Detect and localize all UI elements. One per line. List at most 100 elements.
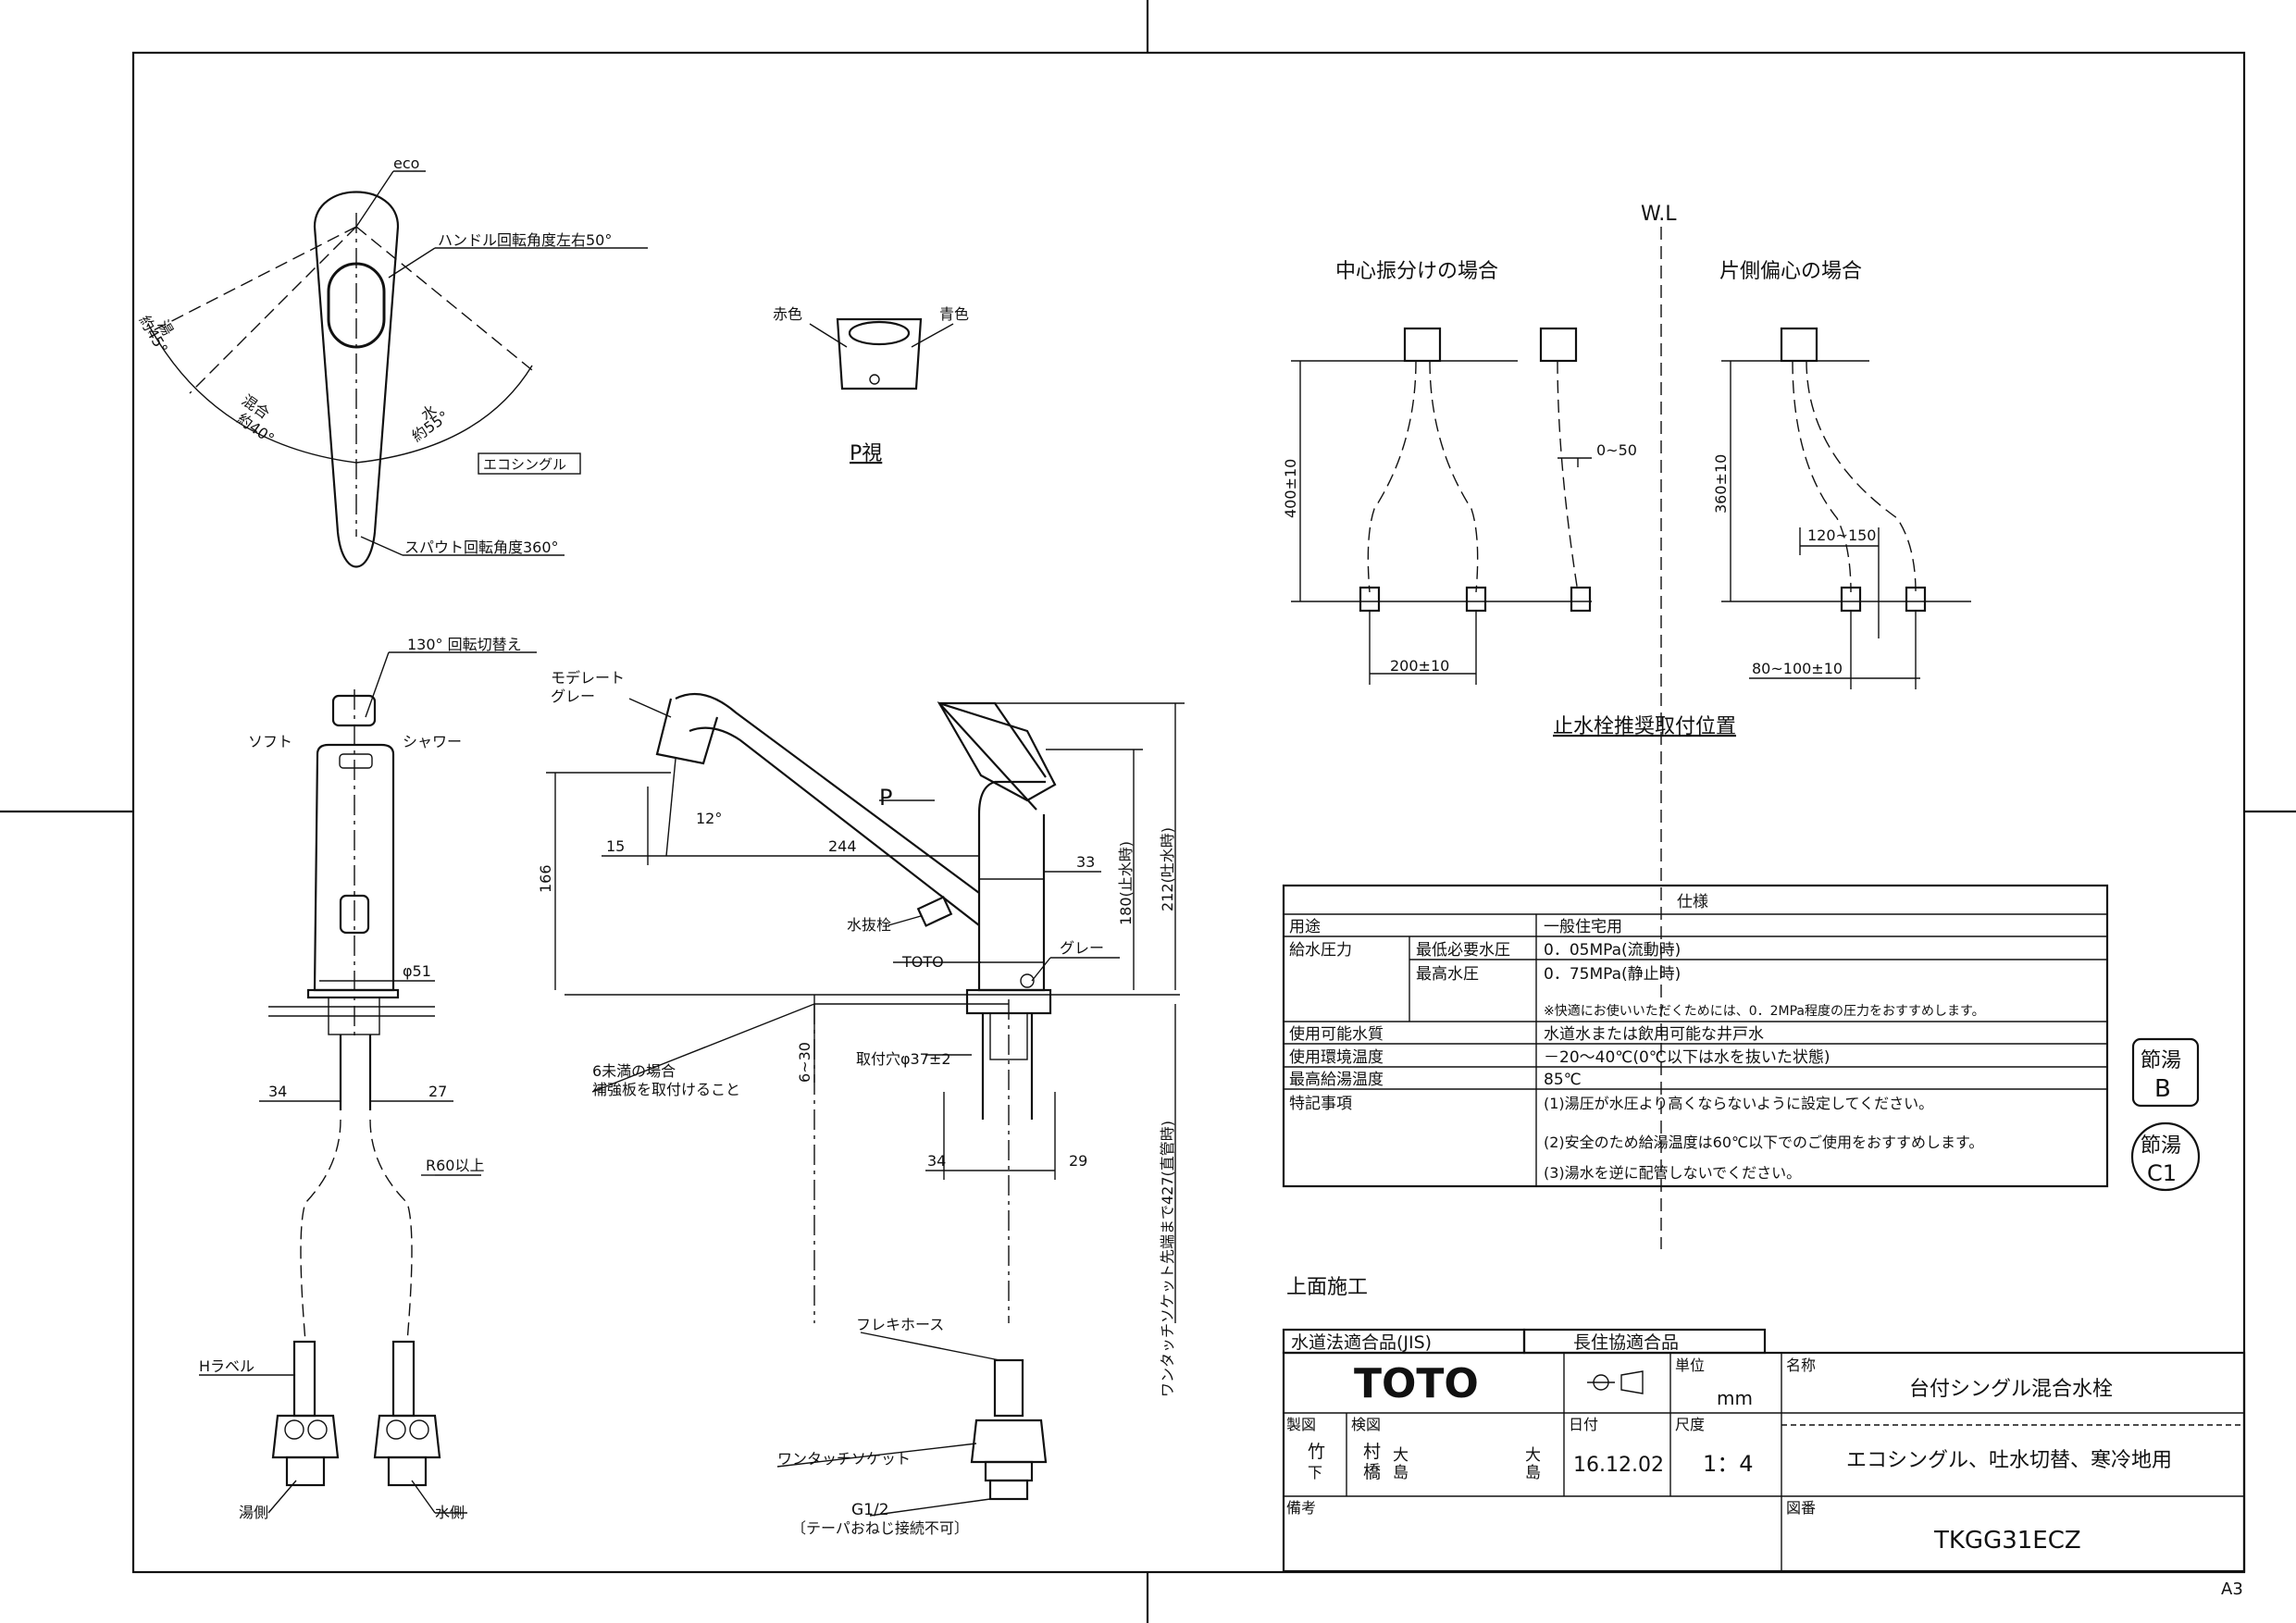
spec-row-4-label: 使用可能水質 <box>1289 1024 1384 1044</box>
setsuyu-b-badge <box>2131 1037 2200 1108</box>
top-plan-view: eco ハンドル回転角度左右50° 湯 約45° 混合 約40° 水 約55° … <box>136 155 648 568</box>
socket-length-label: ワンタッチソケット先端まで427(直管時) <box>1159 1121 1176 1397</box>
side-dim-6-30: 6~30 <box>796 1042 813 1083</box>
side-dim-166: 166 <box>537 864 554 893</box>
toto-mark-label: TOTO <box>901 953 944 971</box>
cold-side-label: 水側 <box>435 1504 465 1521</box>
center-title: 中心振分けの場合 <box>1335 260 1498 283</box>
spray-angle-label: 12° <box>696 810 722 827</box>
drawn-name-1: 竹 <box>1308 1442 1325 1462</box>
thread-note-label: 〔テーパおねじ接続不可〕 <box>791 1519 969 1537</box>
spec-row-6-label: 最高給湯温度 <box>1289 1071 1384 1089</box>
side-dim-212: 212(吐水時) <box>1159 827 1176 911</box>
toto-brand: TOTO <box>1354 1360 1479 1407</box>
dim-360: 360±10 <box>1712 454 1730 514</box>
spec-row-2-value: 0．75MPa(静止時) <box>1544 965 1681 984</box>
thread-label: G1/2 <box>851 1501 889 1519</box>
moderate-gray-label-1: モデレート <box>551 669 625 687</box>
flexi-hose-label: フレキホース <box>856 1316 944 1333</box>
drawing-number: TKGG31ECZ <box>1933 1527 2081 1555</box>
spec-row-0-label: 用途 <box>1289 918 1321 936</box>
spec-table: 仕様 用途 一般住宅用 給水圧力 最低必要水圧 0．05MPa(流動時) 最高水… <box>1282 884 2109 1188</box>
setsuyu-c1-bottom: C1 <box>2147 1160 2177 1186</box>
side-dim-244: 244 <box>828 837 857 855</box>
sheet-size-label: A3 <box>2221 1580 2243 1599</box>
stop-valve-caption: 止水栓推奨取付位置 <box>1553 715 1736 738</box>
spec-row-8-value: (2)安全のため給湯温度は60℃以下でのご使用をおすすめします。 <box>1544 1134 1983 1151</box>
jis-label: 水道法適合品(JIS) <box>1291 1332 1432 1353</box>
p-arrow-label: P <box>879 785 892 811</box>
spec-row-9-value: (3)湯水を逆に配管しないでください。 <box>1544 1164 1801 1182</box>
gray-label: グレー <box>1060 939 1104 957</box>
side-dim-29: 29 <box>1069 1152 1087 1170</box>
drawing-no-label: 図番 <box>1786 1499 1816 1517</box>
setsuyu-b-top: 節湯 <box>2141 1049 2181 1072</box>
setsuyu-c1-badge <box>2130 1121 2201 1192</box>
stamp-4: 島 <box>1525 1464 1541 1482</box>
blue-color-label: 青色 <box>939 305 969 323</box>
spec-row-0-value: 一般住宅用 <box>1544 918 1622 936</box>
under6-note-2: 補強板を取付けること <box>592 1081 740 1098</box>
red-color-label: 赤色 <box>773 305 802 323</box>
remarks-label: 備考 <box>1286 1499 1316 1517</box>
dim-80-100: 80~100±10 <box>1752 660 1843 677</box>
front-dim-right: 27 <box>428 1083 447 1100</box>
shower-label: シャワー <box>403 733 462 750</box>
spec-row-1-sub: 最低必要水圧 <box>1416 941 1510 960</box>
p-view-caption: P視 <box>850 442 882 465</box>
spec-row-1-label: 給水圧力 <box>1289 941 1352 960</box>
front-view: 130° 回転切替え ソフト シャワー φ51 34 27 R60以上 Hラベル… <box>199 636 537 1521</box>
unit-label: 単位 <box>1675 1357 1705 1374</box>
dim-120-150: 120~150 <box>1807 527 1876 544</box>
install-note: 上面施工 <box>1286 1276 1368 1299</box>
date-label: 日付 <box>1569 1416 1598 1433</box>
eco-label: eco <box>393 155 419 172</box>
scale-label: 尺度 <box>1675 1416 1705 1433</box>
dim-400: 400±10 <box>1282 459 1299 518</box>
offset-title: 片側偏心の場合 <box>1719 260 1862 283</box>
side-dim-33: 33 <box>1076 853 1095 871</box>
spec-title: 仕様 <box>1677 893 1708 911</box>
one-touch-socket-label: ワンタッチソケット <box>777 1450 911 1468</box>
setsuyu-b-bottom: B <box>2154 1075 2171 1103</box>
drawn-name-2: 下 <box>1308 1464 1322 1481</box>
soft-label: ソフト <box>248 733 292 750</box>
stop-valve-diagram: 中心振分けの場合 400±10 200±10 0~50 W.L 片側偏心の場合 … <box>1282 203 1971 1249</box>
side-dim-34: 34 <box>927 1152 946 1170</box>
diameter-label: φ51 <box>403 962 431 980</box>
water-saving-badges: 節湯 B 節湯 C1 <box>2130 1037 2201 1192</box>
spec-row-4-value: 水道水または飲用可能な井戸水 <box>1544 1025 1764 1044</box>
spec-row-2-sub: 最高水圧 <box>1416 965 1479 984</box>
switch-rotation-label: 130° 回転切替え <box>407 636 522 653</box>
spec-row-7-label: 特記事項 <box>1289 1095 1352 1113</box>
drawn-label: 製図 <box>1286 1416 1316 1433</box>
subtitle: エコシングル、吐水切替、寒冷地用 <box>1846 1449 2172 1472</box>
under6-note-1: 6未満の場合 <box>592 1062 676 1080</box>
front-dim-left: 34 <box>268 1083 287 1100</box>
spout-rotation-label: スパウト回転角度360° <box>404 539 559 556</box>
scale-value: 1：4 <box>1703 1451 1754 1477</box>
mount-hole-label: 取付穴φ37±2 <box>856 1050 951 1068</box>
eco-single-badge: エコシングル <box>483 456 566 473</box>
stamp-3: 大 <box>1525 1446 1541 1465</box>
checked-name-2: 橋 <box>1363 1462 1381 1482</box>
stamp-1: 大 <box>1393 1446 1409 1465</box>
spec-row-1-value: 0．05MPa(流動時) <box>1544 941 1681 960</box>
checked-label: 検図 <box>1351 1416 1381 1433</box>
drawing-frame <box>131 51 2246 1574</box>
spec-row-6-value: 85℃ <box>1544 1071 1582 1089</box>
spec-row-3-value: ※快適にお使いいただくためには、0．2MPa程度の圧力をおすすめします。 <box>1544 1003 1985 1019</box>
h-label: Hラベル <box>199 1357 254 1375</box>
dim-0-50: 0~50 <box>1596 441 1637 459</box>
side-dim-15: 15 <box>606 837 625 855</box>
name-value: 台付シングル混合水栓 <box>1909 1378 2113 1401</box>
moderate-gray-label-2: グレー <box>551 688 595 705</box>
handle-rotation-label: ハンドル回転角度左右50° <box>438 231 612 249</box>
stamp-2: 島 <box>1393 1464 1409 1482</box>
side-view: モデレート グレー 12° P 15 244 33 166 180(止水時) 2… <box>537 669 1185 1537</box>
setsuyu-c1-top: 節湯 <box>2141 1134 2181 1158</box>
drain-plug-label: 水抜栓 <box>847 916 891 934</box>
hot-side-label: 湯側 <box>239 1504 268 1521</box>
checked-name-1: 村 <box>1363 1442 1381 1462</box>
spec-row-5-value: －20～40℃(0℃以下は水を抜いた状態) <box>1544 1048 1831 1067</box>
